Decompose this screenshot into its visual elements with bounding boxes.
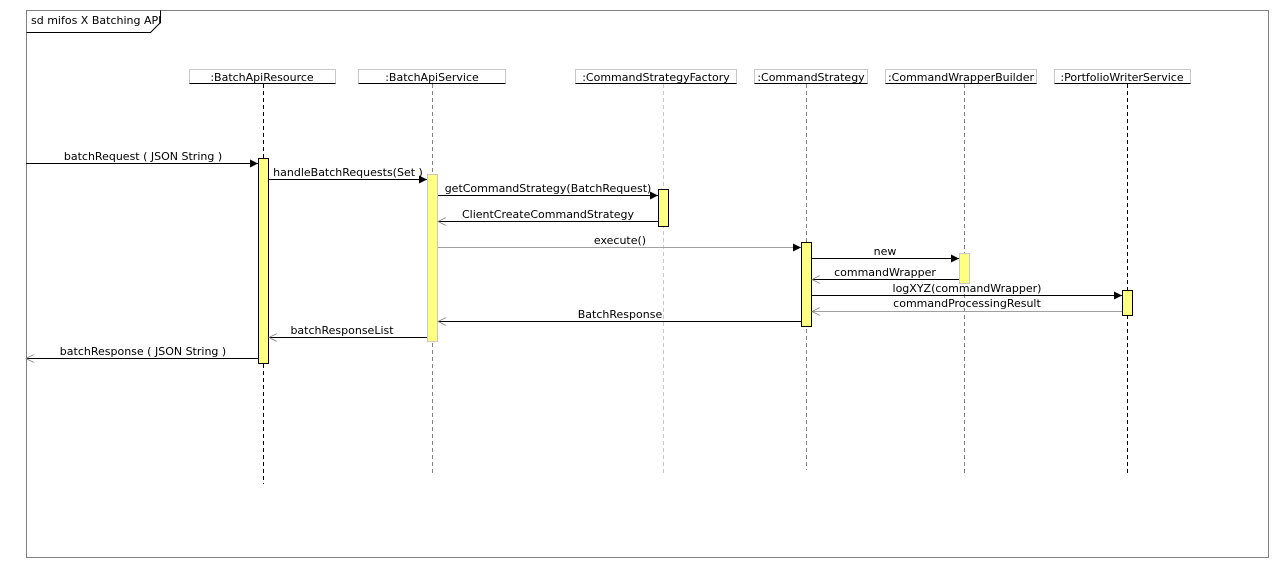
message-commandWrapper[interactable]: commandWrapper [812, 266, 959, 280]
participant-label: :CommandStrategy [757, 71, 865, 84]
message-commandProcessingResult[interactable]: commandProcessingResult [812, 297, 1122, 312]
frame-title: sd mifos X Batching API [31, 14, 161, 27]
message-label: batchRequest ( JSON String ) [64, 150, 222, 163]
participant-label: :BatchApiResource [210, 71, 314, 84]
message-new[interactable]: new [812, 245, 959, 263]
message-execute[interactable]: execute() [438, 234, 801, 252]
message-label: execute() [594, 234, 646, 247]
message-label: new [874, 245, 897, 258]
participant-label: :CommandWrapperBuilder [888, 71, 1035, 84]
activation-PortfolioWriterService [1122, 290, 1133, 316]
message-label: commandProcessingResult [893, 297, 1041, 310]
message-label: handleBatchRequests(Set ) [273, 166, 423, 179]
message-logXYZ[interactable]: logXYZ(commandWrapper) [812, 282, 1122, 300]
message-label: BatchResponse [578, 308, 663, 321]
activation-BatchApiResource [258, 158, 269, 364]
participant-CommandStrategyFactory[interactable]: :CommandStrategyFactory [575, 69, 737, 85]
activation-CommandWrapperBuilder [959, 253, 970, 284]
message-label: ClientCreateCommandStrategy [462, 208, 635, 221]
message-ClientCreateCommandStrategy[interactable]: ClientCreateCommandStrategy [438, 208, 658, 222]
participant-label: :BatchApiService [385, 71, 479, 84]
message-label: batchResponseList [290, 324, 394, 337]
message-label: getCommandStrategy(BatchRequest) [445, 182, 652, 195]
message-getCommandStrategy[interactable]: getCommandStrategy(BatchRequest) [438, 182, 658, 200]
activation-CommandStrategy [801, 242, 812, 327]
message-label: commandWrapper [834, 266, 936, 279]
message-label: batchResponse ( JSON String ) [60, 345, 226, 358]
participant-PortfolioWriterService[interactable]: :PortfolioWriterService [1054, 69, 1191, 85]
message-batchResponse[interactable]: batchResponse ( JSON String ) [26, 345, 258, 359]
message-label: logXYZ(commandWrapper) [893, 282, 1042, 295]
participant-BatchApiResource[interactable]: :BatchApiResource [189, 69, 336, 85]
message-BatchResponse[interactable]: BatchResponse [438, 308, 801, 322]
message-handleBatchRequests[interactable]: handleBatchRequests(Set ) [269, 166, 427, 184]
participant-BatchApiService[interactable]: :BatchApiService [358, 69, 506, 85]
participant-label: :PortfolioWriterService [1060, 71, 1183, 84]
diagram-frame [26, 10, 1269, 558]
message-batchRequest[interactable]: batchRequest ( JSON String ) [26, 150, 258, 168]
frame-title-tab [26, 10, 161, 33]
participant-CommandWrapperBuilder[interactable]: :CommandWrapperBuilder [885, 69, 1037, 85]
activation-CommandStrategyFactory [658, 189, 669, 227]
participant-label: :CommandStrategyFactory [582, 71, 730, 84]
message-batchResponseList[interactable]: batchResponseList [269, 324, 427, 338]
participant-CommandStrategy[interactable]: :CommandStrategy [754, 69, 868, 85]
activation-BatchApiService [427, 174, 438, 342]
